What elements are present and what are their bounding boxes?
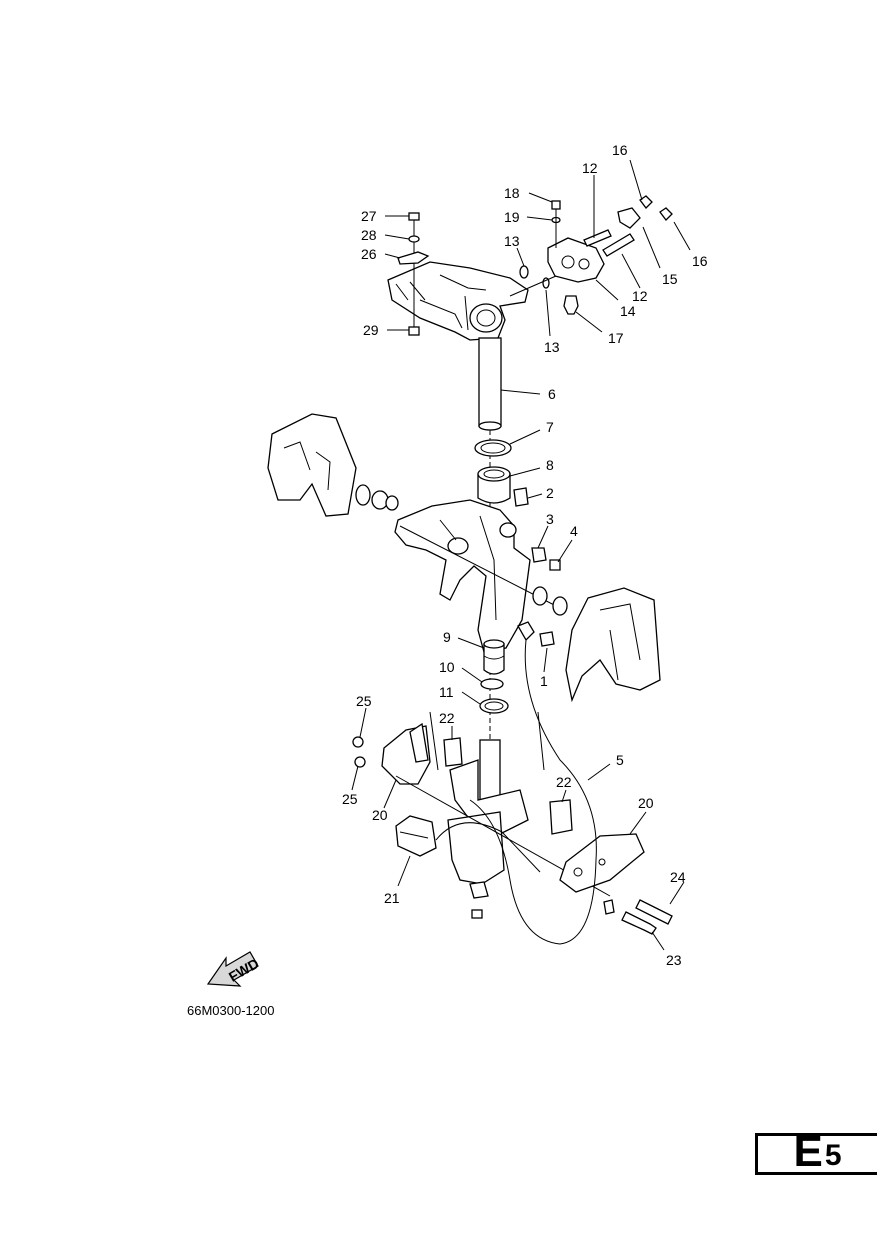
callout-13a: 13 <box>504 233 520 249</box>
callout-20a: 20 <box>372 807 388 823</box>
callout-26: 26 <box>361 246 377 262</box>
clamp-bracket-left <box>267 413 399 517</box>
callout-25b: 25 <box>342 791 358 807</box>
lower-bushings <box>479 639 509 714</box>
callout-27: 27 <box>361 208 377 224</box>
callout-16a: 16 <box>612 142 628 158</box>
callout-28: 28 <box>361 227 377 243</box>
lower-mount-left <box>352 722 611 897</box>
callout-25a: 25 <box>356 693 372 709</box>
callout-19: 19 <box>504 209 520 225</box>
callout-9: 9 <box>443 629 451 645</box>
lower-mount-housing <box>429 711 545 919</box>
upper-right-mount <box>509 195 673 315</box>
callout-5: 5 <box>616 752 624 768</box>
callout-24: 24 <box>670 869 686 885</box>
callout-1: 1 <box>540 673 548 689</box>
callout-13b: 13 <box>544 339 560 355</box>
callout-14: 14 <box>620 303 636 319</box>
callout-6: 6 <box>548 386 556 402</box>
callout-labels: 16 12 18 27 19 28 13 26 16 15 12 14 29 1… <box>342 142 708 968</box>
callout-12a: 12 <box>582 160 598 176</box>
callout-16b: 16 <box>692 253 708 269</box>
callout-12b: 12 <box>632 288 648 304</box>
callout-3: 3 <box>546 511 554 527</box>
section-badge: E 5 <box>755 1127 877 1176</box>
shaft-bushings <box>474 439 529 507</box>
leader-lines <box>351 159 691 951</box>
swivel-bracket <box>394 499 561 653</box>
diagram-code: 66M0300-1200 <box>187 1003 274 1018</box>
callout-2: 2 <box>546 485 554 501</box>
section-letter: E <box>793 1127 823 1176</box>
callout-7: 7 <box>546 419 554 435</box>
callout-21: 21 <box>384 890 400 906</box>
ground-lead-terminal <box>603 899 615 915</box>
ground-fitting <box>517 621 555 647</box>
steering-shaft <box>478 337 502 431</box>
callout-29: 29 <box>363 322 379 338</box>
callout-23: 23 <box>666 952 682 968</box>
callout-17: 17 <box>608 330 624 346</box>
callout-18: 18 <box>504 185 520 201</box>
callout-11: 11 <box>439 684 454 700</box>
callout-22a: 22 <box>439 710 455 726</box>
rubber-mounts <box>443 737 573 835</box>
section-number: 5 <box>824 1139 842 1172</box>
callout-4: 4 <box>570 523 578 539</box>
callout-8: 8 <box>546 457 554 473</box>
steering-bracket <box>387 261 529 341</box>
lower-mount-right <box>559 833 673 935</box>
fwd-arrow: FWD <box>206 951 261 987</box>
ground-lead <box>469 639 597 945</box>
callout-20b: 20 <box>638 795 654 811</box>
clamp-bracket-right <box>531 547 661 703</box>
callout-22b: 22 <box>556 774 572 790</box>
callout-15: 15 <box>662 271 678 287</box>
callout-10: 10 <box>439 659 455 675</box>
